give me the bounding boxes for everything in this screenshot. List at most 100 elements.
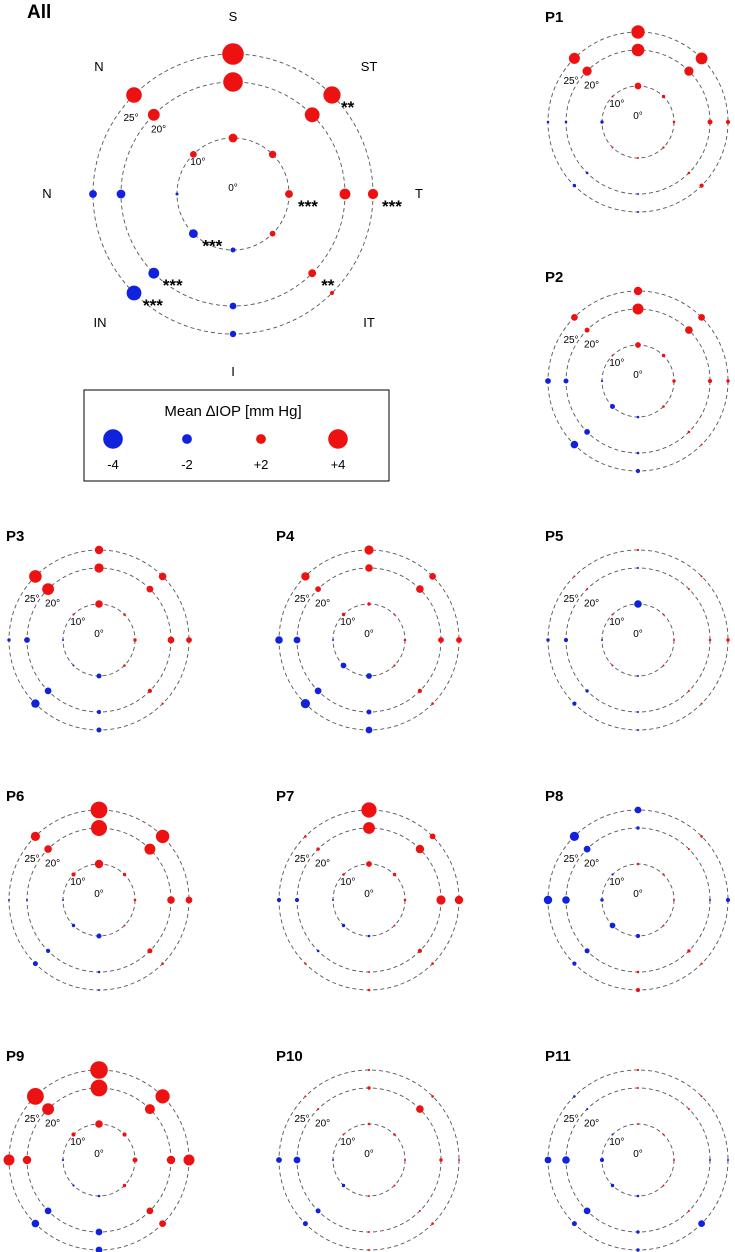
data-point-10-n <box>601 639 603 641</box>
data-point-25-it <box>161 962 164 965</box>
ecc-label-20: 20° <box>584 1119 599 1130</box>
data-point-25-in <box>304 962 307 965</box>
ecc-label-25: 25° <box>123 113 138 124</box>
data-point-10-t <box>404 1159 406 1161</box>
data-point-10-i <box>636 415 640 419</box>
data-point-10-st <box>268 150 277 159</box>
significance-mark: ** <box>341 98 355 117</box>
ecc-label-10: 10° <box>340 1137 355 1148</box>
data-point-25-it <box>161 702 164 705</box>
data-point-25-t <box>183 1154 195 1166</box>
data-point-10-ns <box>611 613 614 616</box>
data-point-10-n <box>332 639 334 641</box>
data-point-25-in <box>302 1221 308 1227</box>
direction-label-st: ST <box>361 59 378 74</box>
polar-panel-p9: P90°10°20°25° <box>3 1048 195 1252</box>
data-point-25-st <box>155 1089 170 1104</box>
data-point-10-in <box>341 923 346 928</box>
ecc-label-20: 20° <box>584 340 599 351</box>
ecc-label-10: 10° <box>609 358 624 369</box>
ecc-label-0: 0° <box>364 629 374 640</box>
data-point-10-i <box>367 934 371 938</box>
data-point-20-in <box>46 948 51 954</box>
data-point-20-in <box>583 1207 591 1215</box>
data-point-10-in <box>72 664 75 667</box>
data-point-25-st <box>158 572 167 581</box>
polar-panel-p5: P50°10°20°25° <box>545 528 730 731</box>
data-point-20-st <box>687 1108 690 1111</box>
data-point-20-in <box>585 171 589 175</box>
legend-marker <box>182 434 192 444</box>
data-point-20-st <box>685 326 693 334</box>
polar-panel-p2: P20°10°20°25° <box>545 269 730 474</box>
data-point-20-st <box>416 1105 424 1113</box>
data-point-20-ns <box>317 1108 320 1111</box>
data-point-25-n <box>8 899 10 901</box>
ecc-label-10: 10° <box>609 99 624 110</box>
legend-label: -4 <box>107 457 119 472</box>
data-point-25-s <box>367 1068 371 1072</box>
data-point-10-s <box>366 861 372 867</box>
data-point-25-st <box>429 833 436 840</box>
data-point-10-i <box>637 157 639 159</box>
data-point-25-st <box>155 829 170 844</box>
ecc-label-0: 0° <box>633 111 643 122</box>
data-point-20-in <box>148 267 160 279</box>
ecc-label-25: 25° <box>563 1114 578 1125</box>
ecc-label-25: 25° <box>24 854 39 865</box>
legend-marker <box>256 434 266 444</box>
direction-label-t: T <box>415 186 423 201</box>
data-point-25-st <box>700 835 703 838</box>
data-point-10-in <box>611 664 614 667</box>
panel-title: P11 <box>545 1048 571 1065</box>
data-point-10-it <box>662 146 665 149</box>
data-point-25-i <box>365 726 373 734</box>
data-point-20-t <box>709 1159 711 1161</box>
data-point-20-n <box>293 1156 301 1164</box>
data-point-25-s <box>636 548 640 552</box>
data-point-10-st <box>662 1133 665 1136</box>
data-point-25-n <box>546 638 550 642</box>
polar-panel-p4: P40°10°20°25° <box>275 528 462 734</box>
data-point-10-it <box>662 924 665 927</box>
ecc-label-25: 25° <box>563 594 578 605</box>
data-point-10-t <box>672 379 676 383</box>
ecc-label-20: 20° <box>315 859 330 870</box>
data-point-20-in <box>584 429 590 435</box>
data-point-10-ns <box>72 613 75 616</box>
data-point-25-in <box>572 701 577 706</box>
data-point-10-in <box>611 146 614 149</box>
ecc-label-0: 0° <box>633 889 643 900</box>
data-point-25-st <box>431 1095 434 1098</box>
data-point-25-ns <box>571 314 578 321</box>
data-point-10-t <box>133 638 137 642</box>
data-point-20-ns <box>584 327 590 333</box>
data-point-25-n <box>7 638 11 642</box>
data-point-25-it <box>431 702 434 705</box>
data-point-10-ns <box>611 873 614 876</box>
data-point-20-ns <box>316 847 320 851</box>
ecc-label-10: 10° <box>70 877 85 888</box>
data-point-25-t <box>458 1159 460 1161</box>
data-point-20-in <box>44 1207 52 1215</box>
data-point-20-ns <box>42 583 54 595</box>
data-point-25-in <box>126 285 142 301</box>
data-point-10-it <box>393 1184 396 1187</box>
panel-title: P6 <box>6 788 24 805</box>
data-point-20-t <box>709 899 711 901</box>
data-point-20-t <box>167 896 175 904</box>
panel-title: P4 <box>276 528 295 545</box>
data-point-25-t <box>726 379 730 383</box>
data-point-20-it <box>418 1209 421 1212</box>
data-point-25-s <box>633 286 643 296</box>
data-point-10-s <box>95 600 103 608</box>
data-point-10-n <box>61 1158 65 1162</box>
data-point-10-in <box>71 923 76 928</box>
data-point-20-s <box>223 72 243 92</box>
data-point-20-st <box>146 585 154 593</box>
data-point-25-s <box>364 545 374 555</box>
data-point-10-it <box>123 664 126 667</box>
data-point-25-n <box>543 895 553 905</box>
data-point-20-st <box>684 66 694 76</box>
